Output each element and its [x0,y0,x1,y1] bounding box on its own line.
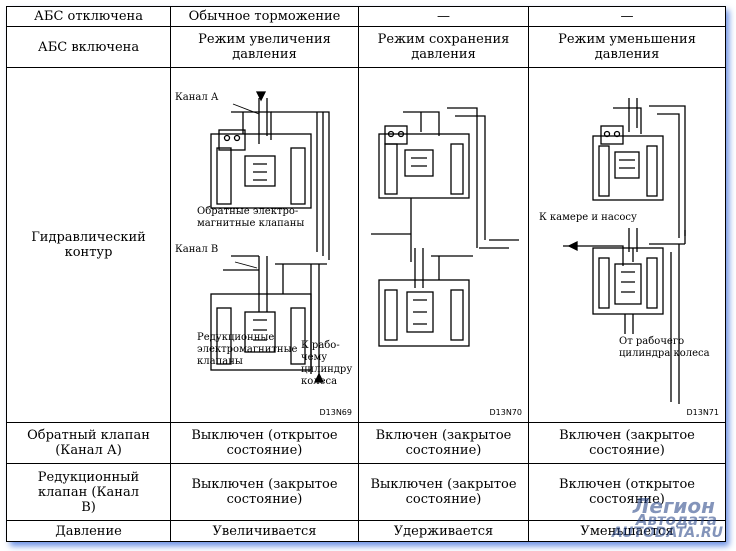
diagram-decrease-drawing [563,98,686,405]
row-check-label: Обратный клапан (Канал А) [6,422,171,465]
row-pressure-label: Давление [6,520,171,542]
diagram-code-d13n70: D13N70 [489,408,522,418]
diagram-code-d13n71: D13N71 [686,408,719,418]
row-hydraulic-circuit: Гидравлический контур [6,67,726,424]
label-check-valves: Обратные электро- магнитные клапаны [197,206,305,230]
row-abs-off-col1: Обычное торможение [170,5,359,28]
row-pressure: Давление Увеличивается Удерживается Умен… [6,520,726,542]
row-abs-on-label: АБС включена [6,26,171,69]
label-from-wheel-cylinder: От рабочего цилиндра колеса [619,336,710,360]
diagram-hold: D13N70 [358,67,529,424]
diagram-increase: Канал А Обратные электро- магнитные клап… [170,67,359,424]
diagram-hold-drawing [371,107,519,348]
mode-increase-header: Режим увеличения давления [170,26,359,69]
row-abs-off-col2: — [358,5,529,28]
diagram-code-d13n69: D13N69 [319,408,352,418]
label-to-chamber-pump: К камере и насосу [539,212,637,224]
row-reduce-col1: Выключен (закрытое состояние) [170,463,359,522]
row-abs-on: АБС включена Режим увеличения давления Р… [6,26,726,69]
diagram-decrease: К камере и насосу От рабочего цилиндра к… [528,67,726,424]
diagram-increase-drawing [210,91,330,384]
label-channel-a: Канал А [175,92,219,104]
row-check-col2: Включен (закрытое состояние) [358,422,529,465]
label-reduce-valves: Редукционные электромагнитные клапаны [197,332,298,368]
mode-decrease-header: Режим уменьшения давления [528,26,726,69]
row-reduce-col3: Включен (открытое состояние) [528,463,726,522]
row-abs-off-label: АБС отключена [6,5,171,28]
abs-modes-table-frame: АБС отключена Обычное торможение — — АБС… [6,5,726,542]
row-reduce-label: Редукционный клапан (Канал В) [6,463,171,522]
row-pressure-col3: Уменьшается [528,520,726,542]
row-reduce-col2: Выключен (закрытое состояние) [358,463,529,522]
row-pressure-col2: Удерживается [358,520,529,542]
label-to-wheel-cylinder: К рабо- чему цилиндру колеса [301,340,353,388]
row-check-valve: Обратный клапан (Канал А) Выключен (откр… [6,422,726,465]
row-abs-off-col3: — [528,5,726,28]
row-circuit-label: Гидравлический контур [6,67,171,424]
row-abs-off: АБС отключена Обычное торможение — — [6,5,726,28]
abs-modes-table: АБС отключена Обычное торможение — — АБС… [6,5,726,542]
mode-hold-header: Режим сохранения давления [358,26,529,69]
row-check-col1: Выключен (открытое состояние) [170,422,359,465]
label-channel-b: Канал В [175,244,219,256]
row-reduce-valve: Редукционный клапан (Канал В) Выключен (… [6,463,726,522]
row-pressure-col1: Увеличивается [170,520,359,542]
row-check-col3: Включен (закрытое состояние) [528,422,726,465]
